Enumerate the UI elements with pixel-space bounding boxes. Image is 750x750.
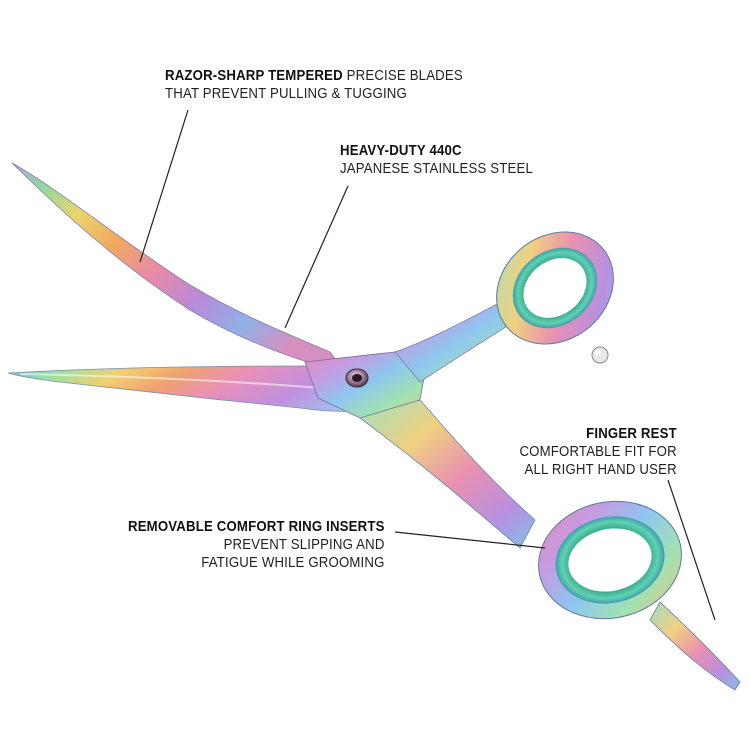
blade-highlight — [19, 373, 321, 389]
upper-blade — [11, 162, 346, 373]
callout-razor-line1-rest: PRECISE BLADES — [346, 67, 463, 84]
callout-ring-heading: REMOVABLE COMFORT RING INSERTS — [128, 518, 385, 535]
finger-rest-tang — [649, 601, 741, 691]
lower-shank — [359, 399, 536, 549]
callout-finger-line3: ALL RIGHT HAND USER — [524, 461, 677, 478]
callout-finger-rest: FINGER REST COMFORTABLE FIT FOR ALL RIGH… — [520, 425, 677, 479]
callout-heavy-heading: HEAVY-DUTY 440C — [340, 142, 462, 159]
callout-finger-line2: COMFORTABLE FIT FOR — [519, 443, 677, 460]
callout-finger-heading: FINGER REST — [586, 425, 677, 442]
callout-ring-line3: FATIGUE WHILE GROOMING — [201, 554, 385, 571]
leader-line-finger — [667, 479, 716, 621]
leader-line-ring — [394, 531, 546, 549]
callout-heavy-duty: HEAVY-DUTY 440C JAPANESE STAINLESS STEEL — [340, 142, 533, 178]
callout-razor-sharp: RAZOR-SHARP TEMPERED PRECISE BLADES THAT… — [165, 67, 463, 103]
callout-heavy-line2: JAPANESE STAINLESS STEEL — [340, 160, 534, 177]
callout-comfort-ring: REMOVABLE COMFORT RING INSERTS PREVENT S… — [128, 518, 385, 572]
upper-finger-ring — [496, 231, 614, 364]
lower-finger-ring — [538, 500, 682, 620]
leader-line-heavy — [284, 185, 349, 329]
callout-razor-line2: THAT PREVENT PULLING & TUGGING — [165, 85, 407, 102]
callout-ring-line2: PREVENT SLIPPING AND — [224, 536, 385, 553]
callout-razor-line1: RAZOR-SHARP TEMPERED PRECISE BLADES — [165, 67, 463, 85]
leader-line-razor — [139, 109, 189, 263]
callout-razor-heading: RAZOR-SHARP TEMPERED — [165, 67, 343, 84]
pivot-screw — [345, 368, 369, 388]
